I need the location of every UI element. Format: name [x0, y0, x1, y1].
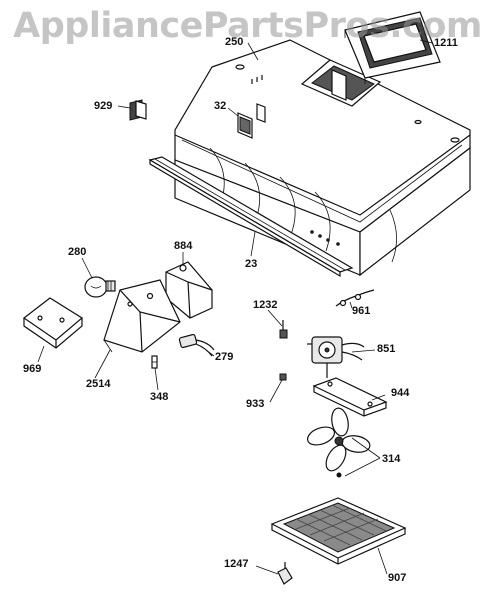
filter-latch [277, 562, 293, 585]
motor-bracket [312, 377, 388, 417]
control-cutout [237, 103, 266, 139]
callout-907: 907 [388, 572, 407, 584]
switch-part [129, 99, 147, 121]
lamp-housing [103, 279, 181, 353]
callout-23: 23 [245, 258, 258, 270]
light-shield [22, 297, 84, 349]
callout-1247: 1247 [224, 558, 249, 570]
callout-1211: 1211 [434, 37, 458, 49]
callout-279: 279 [215, 351, 234, 363]
callout-250: 250 [225, 36, 244, 48]
wire-clips [335, 289, 375, 307]
lamp-socket [178, 333, 215, 357]
damper-plate [344, 11, 441, 84]
callout-2514: 2514 [86, 378, 111, 390]
callout-961: 961 [352, 305, 371, 317]
callout-944: 944 [391, 387, 410, 399]
grease-filter [270, 497, 407, 565]
light-bulb [84, 276, 116, 298]
callout-933: 933 [246, 398, 265, 410]
callout-929: 929 [94, 100, 113, 112]
callout-1232: 1232 [253, 299, 278, 311]
callout-32: 32 [214, 100, 227, 112]
callout-314: 314 [382, 453, 401, 465]
fan-motor [307, 336, 365, 378]
grommet [279, 373, 287, 381]
callout-348: 348 [150, 391, 169, 403]
callout-851: 851 [377, 343, 396, 355]
fan-blade [306, 407, 371, 478]
small-clip [151, 355, 158, 369]
callout-884: 884 [174, 240, 193, 252]
front-trim-strip [148, 156, 354, 278]
screw [279, 320, 288, 339]
leader-lines [37, 39, 433, 575]
callout-280: 280 [68, 246, 87, 258]
callout-969: 969 [23, 363, 42, 375]
